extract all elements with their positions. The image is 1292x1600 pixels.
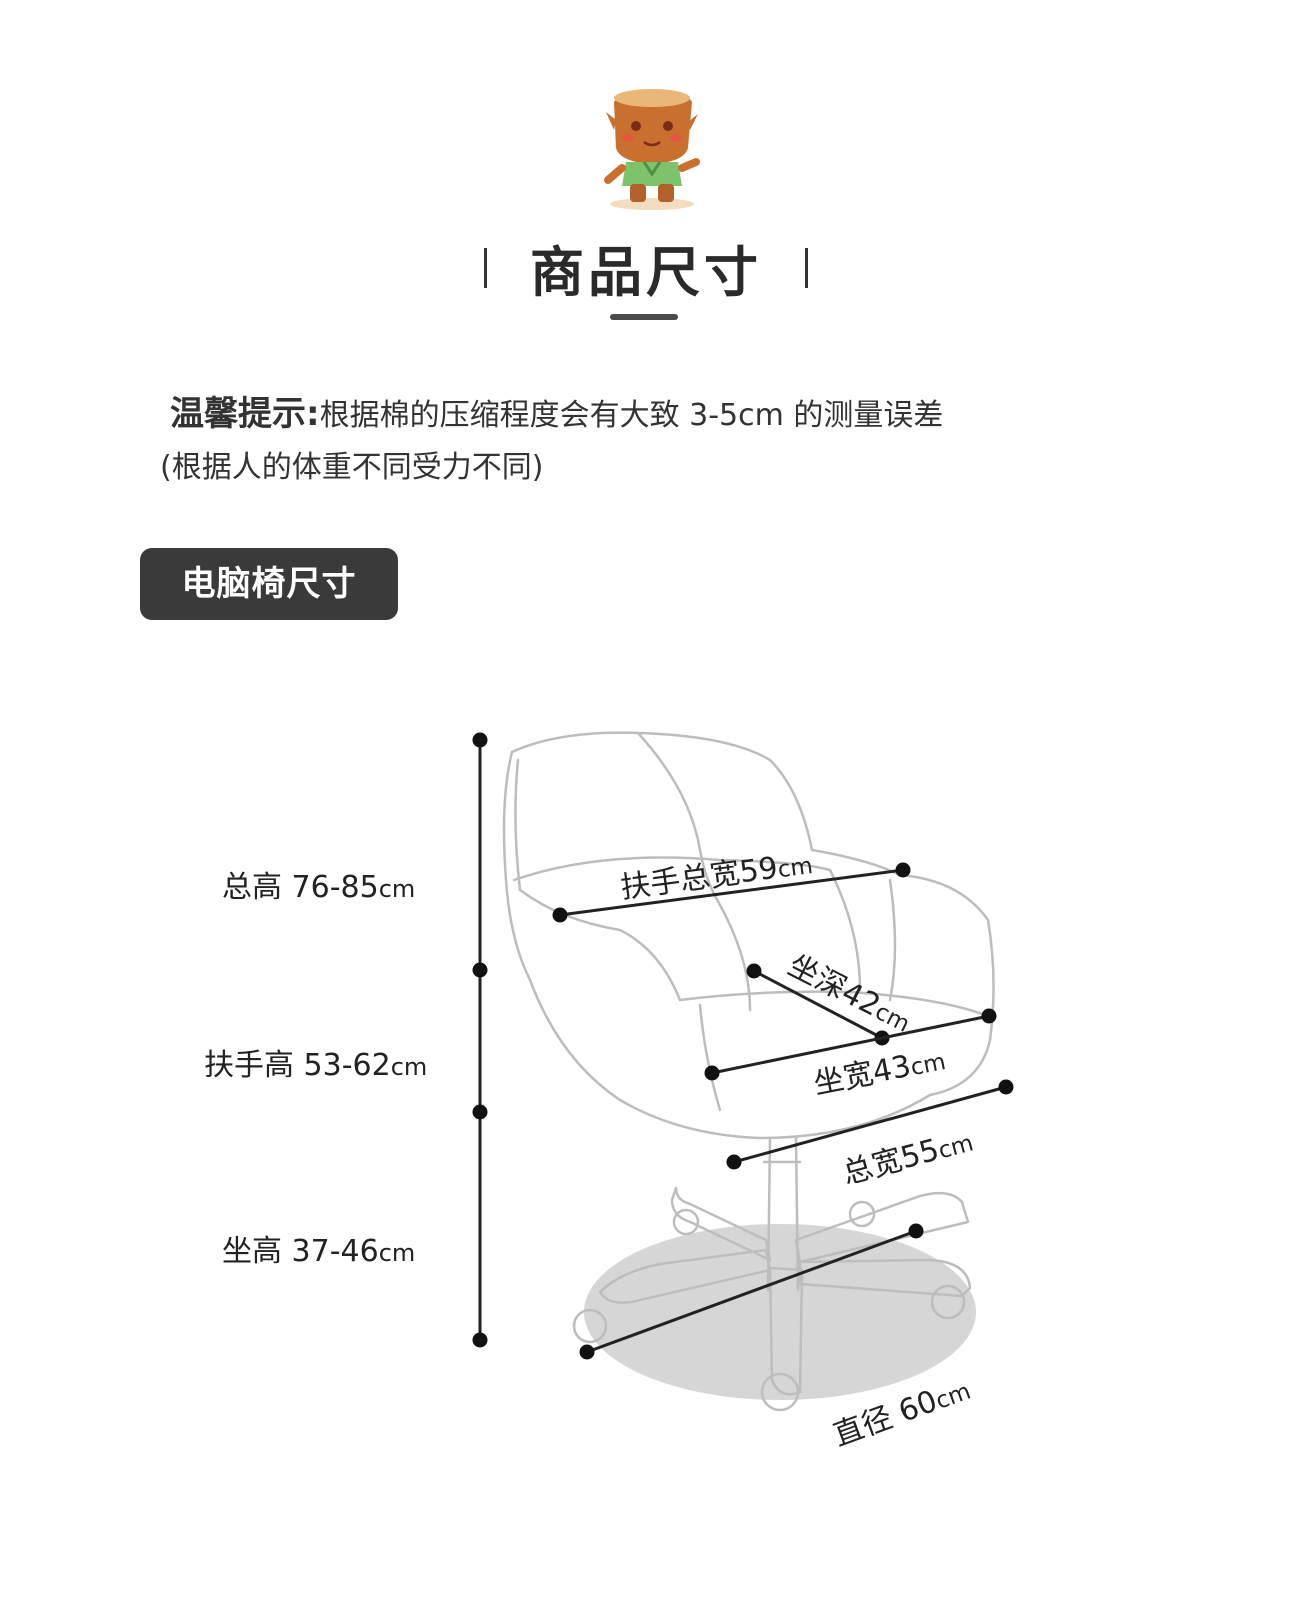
tip-note: (根据人的体重不同受力不同) — [160, 450, 544, 485]
total-width-dot-right — [998, 1079, 1014, 1095]
armrest-width-dot-right — [895, 862, 911, 878]
tip-label: 温馨提示: — [170, 394, 320, 434]
total-width-dot-left — [726, 1154, 742, 1170]
seat-height-label: 坐高 37-46cm — [222, 1226, 415, 1270]
armrest-height-label: 扶手高 53-62cm — [204, 1040, 427, 1084]
seat-height-unit: cm — [378, 1239, 416, 1267]
tree-stump-mascot-icon — [604, 89, 700, 210]
base-shadow — [584, 1224, 976, 1400]
diameter-dot-left — [579, 1344, 595, 1360]
armrest-height-unit: cm — [390, 1053, 428, 1081]
page-title: 商品尺寸 — [530, 240, 762, 304]
diameter-line — [586, 1229, 917, 1354]
title-left-divider — [483, 247, 487, 288]
height-dot-seat — [472, 1104, 488, 1120]
title-row: 商品尺寸 — [0, 228, 1292, 307]
seat-width-dot-left — [704, 1065, 720, 1081]
total-width-line — [733, 1085, 1007, 1164]
armrest-height-name: 扶手高 — [204, 1048, 294, 1083]
seat-depth-dot-back — [746, 963, 762, 979]
height-dot-bottom — [472, 1332, 488, 1348]
seat-width-dot-right — [981, 1008, 997, 1024]
chair-outline — [502, 731, 995, 1412]
tip-line: 温馨提示:根据棉的压缩程度会有大致 3-5cm 的测量误差 — [170, 390, 943, 440]
height-dot-top — [472, 732, 488, 748]
seat-width-label: 坐宽43cm — [811, 1042, 948, 1102]
title-underline — [610, 314, 678, 320]
total-height-value: 76-85 — [291, 870, 379, 905]
height-dot-armrest — [472, 962, 488, 978]
measurement-lines — [472, 732, 1014, 1360]
seat-depth-label: 坐深42cm — [782, 948, 917, 1040]
total-height-label: 总高 76-85cm — [222, 862, 415, 906]
total-height-name: 总高 — [222, 870, 282, 905]
diameter-dot-right — [908, 1223, 924, 1239]
armrest-width-line — [559, 868, 904, 917]
seat-height-name: 坐高 — [222, 1234, 282, 1269]
seat-depth-line — [753, 969, 883, 1040]
armrest-height-value: 53-62 — [303, 1048, 391, 1083]
seat-width-line — [711, 1014, 990, 1075]
total-width-label: 总宽55cm — [839, 1123, 977, 1191]
tip-text: 根据棉的压缩程度会有大致 3-5cm 的测量误差 — [319, 398, 944, 433]
seat-height-value: 37-46 — [291, 1234, 379, 1269]
title-right-divider — [805, 247, 809, 288]
total-height-unit: cm — [378, 875, 416, 903]
armrest-width-dot-left — [552, 907, 568, 923]
section-badge: 电脑椅尺寸 — [140, 548, 398, 620]
